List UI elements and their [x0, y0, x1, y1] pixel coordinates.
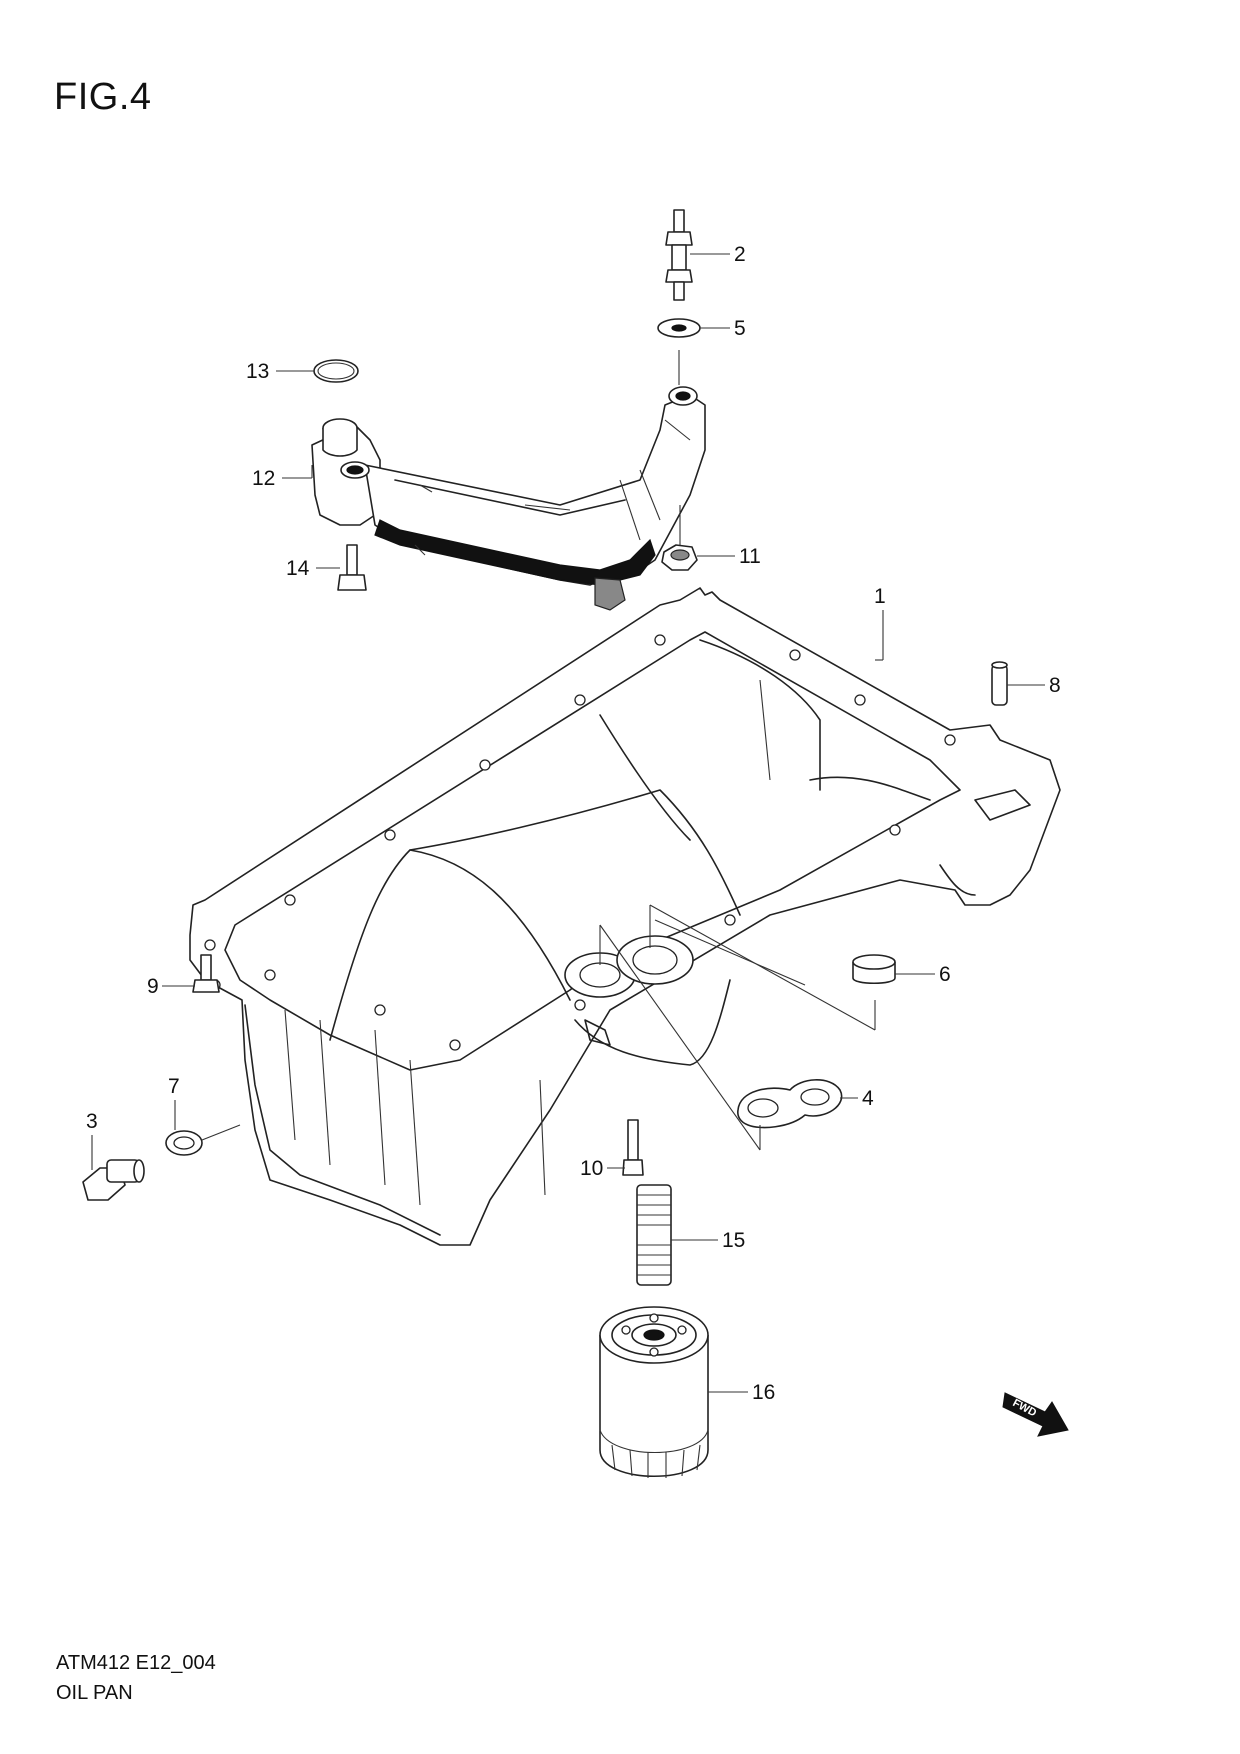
- callout-16: 16: [752, 1381, 775, 1404]
- callout-14: 14: [286, 557, 310, 580]
- diagram-name: OIL PAN: [56, 1682, 133, 1704]
- callout-15: 15: [722, 1229, 745, 1252]
- union-stud[interactable]: [636, 1184, 672, 1286]
- leader-lines: [91, 253, 1045, 1393]
- callout-labels: 1 2 3 4 5 6 7 8 9 10 11 12 13 14 15 16: [86, 243, 1061, 1404]
- callout-9: 9: [147, 975, 159, 998]
- callout-3: 3: [86, 1110, 98, 1133]
- callout-12: 12: [252, 467, 275, 490]
- callout-1: 1: [874, 585, 886, 608]
- fwd-arrow-icon: FWD: [1002, 1392, 1069, 1437]
- figure-title: FIG.4: [54, 76, 152, 118]
- drain-gasket[interactable]: [165, 1130, 203, 1156]
- filter-bolt[interactable]: [622, 1119, 644, 1176]
- washer[interactable]: [657, 318, 701, 338]
- dowel-pin[interactable]: [991, 661, 1008, 706]
- callout-4: 4: [862, 1087, 874, 1110]
- gasket[interactable]: [737, 1079, 843, 1129]
- diagram-code: ATM412 E12_004: [56, 1652, 216, 1674]
- flange-bolt[interactable]: [192, 954, 220, 993]
- callout-11: 11: [739, 545, 761, 568]
- callout-7: 7: [168, 1075, 180, 1098]
- oil-pan[interactable]: [189, 587, 1061, 1246]
- callout-6: 6: [939, 963, 951, 986]
- callout-13: 13: [246, 360, 269, 383]
- o-ring[interactable]: [313, 359, 359, 383]
- callout-5: 5: [734, 317, 746, 340]
- oil-filter[interactable]: [599, 1306, 709, 1478]
- oil-strainer[interactable]: [311, 386, 706, 611]
- callout-8: 8: [1049, 674, 1061, 697]
- nut[interactable]: [661, 544, 698, 571]
- drain-plug[interactable]: [82, 1159, 145, 1201]
- flange-bolt-holes: [204, 634, 956, 1051]
- callout-10: 10: [580, 1157, 603, 1180]
- callout-2: 2: [734, 243, 746, 266]
- bushing[interactable]: [852, 954, 896, 985]
- strainer-bolt[interactable]: [337, 544, 367, 591]
- stud-bolt[interactable]: [665, 209, 693, 301]
